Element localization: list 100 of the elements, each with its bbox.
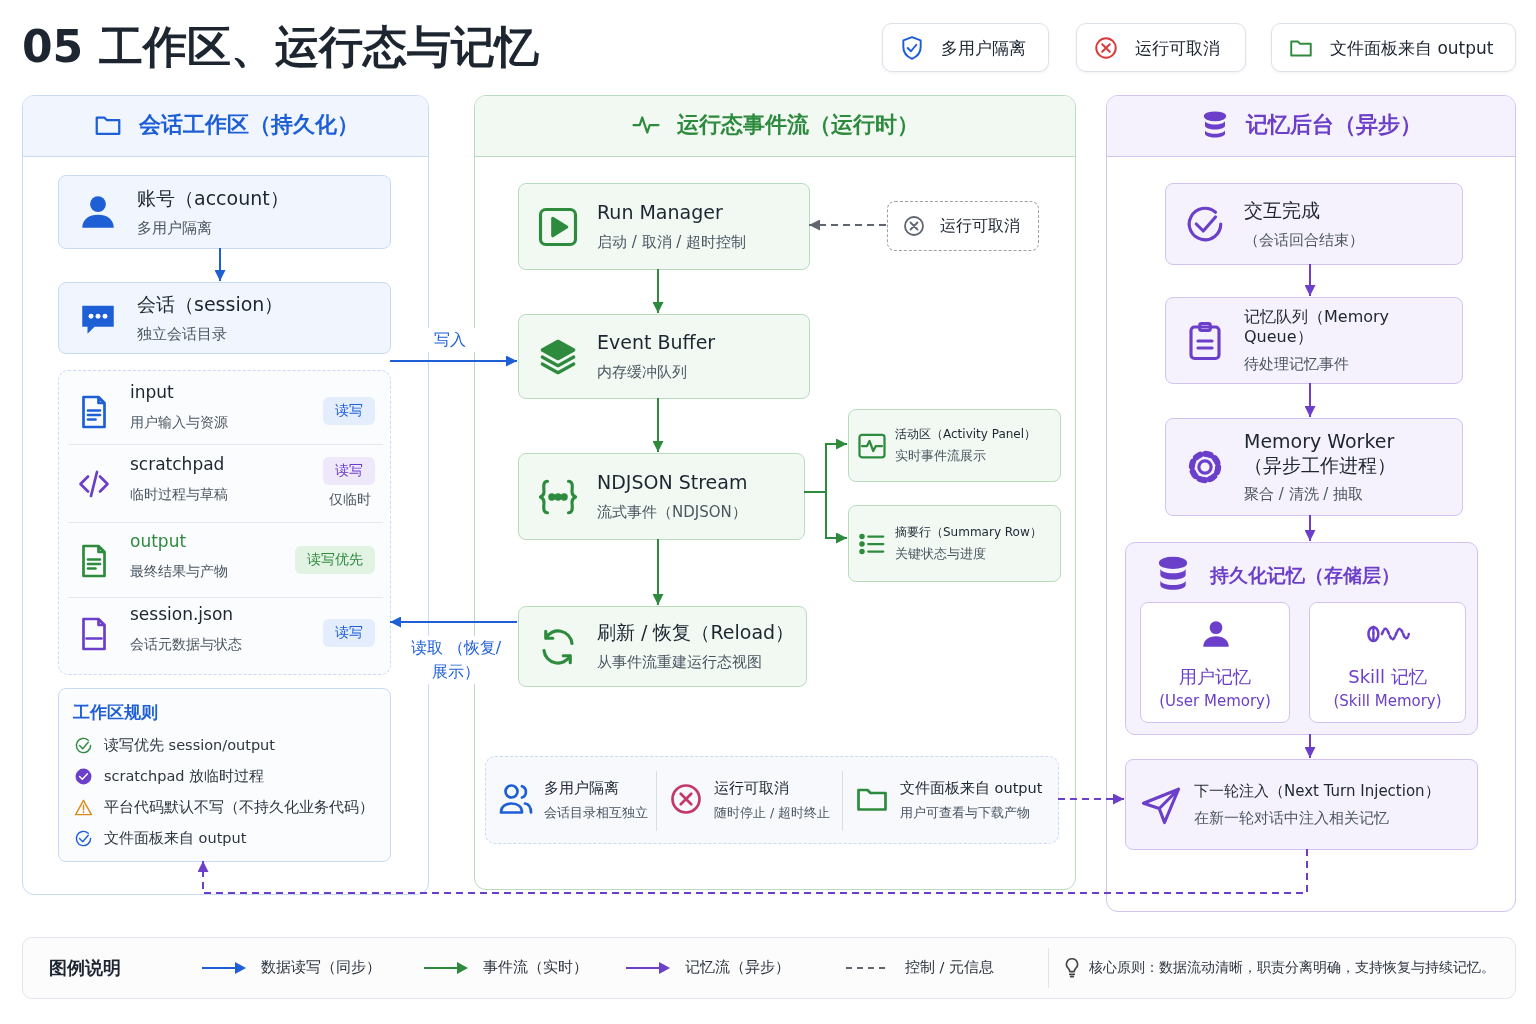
- memory-title: 用户记忆: [1178, 665, 1252, 689]
- arrow: [1057, 793, 1125, 805]
- dashed-box: [887, 201, 1039, 251]
- arrow: [1304, 514, 1316, 542]
- file-description: 临时过程与草稿: [130, 486, 228, 504]
- file-description: 会话元数据与状态: [130, 636, 242, 654]
- arrow: [652, 538, 664, 606]
- box-title: 下一轮注入（Next Turn Injection）: [1194, 781, 1441, 801]
- access-tag: 读写: [323, 619, 375, 647]
- badge-box: [1271, 23, 1516, 72]
- process-box: [1165, 418, 1463, 516]
- rules-box: [58, 688, 391, 862]
- rule-text: 读写优先 session/output: [104, 736, 275, 755]
- arrow: [1304, 382, 1316, 418]
- box-title: 交互完成: [1244, 198, 1321, 223]
- process-box: [518, 606, 807, 687]
- feature-box: [485, 756, 1059, 844]
- legend-text: 记忆流（异步）: [685, 958, 790, 977]
- arrow: [214, 247, 226, 282]
- rules-heading: 工作区规则: [73, 701, 158, 724]
- arrow: [1304, 733, 1316, 759]
- legend-text: 事件流（实时）: [483, 958, 588, 977]
- column-panel: [1106, 95, 1516, 912]
- feature-description: 随时停止 / 超时终止: [714, 805, 831, 822]
- arrow: [652, 397, 664, 453]
- legend-heading: 图例说明: [49, 956, 121, 980]
- access-tag: 读写: [323, 457, 375, 485]
- box-subtitle: 聚合 / 清洗 / 抽取: [1244, 485, 1365, 505]
- rule-text: 文件面板来自 output: [104, 829, 247, 848]
- feature-title: 文件面板来自 output: [900, 779, 1043, 798]
- process-box: [1165, 297, 1463, 384]
- file-name: output: [130, 530, 187, 551]
- process-box: [1125, 759, 1478, 850]
- file-name: scratchpad: [130, 454, 225, 474]
- process-box: [518, 453, 805, 540]
- box-title: 运行可取消: [940, 216, 1021, 236]
- process-box: [848, 505, 1061, 582]
- box-title: 摘要行（Summary Row）: [895, 524, 1043, 540]
- box-title: 刷新 / 恢复（Reload）: [597, 621, 796, 645]
- box-title: 账号（account）: [137, 186, 290, 211]
- box-subtitle: 实时事件流展示: [895, 447, 987, 465]
- box-subtitle: 从事件流重建运行态视图: [597, 653, 763, 672]
- memory-subtitle: (Skill Memory): [1332, 692, 1443, 710]
- principle-note: 核心原则：数据流动清晰，职责分离明确，支持恢复与持续记忆。: [1089, 959, 1495, 977]
- file-description: 最终结果与产物: [130, 562, 228, 581]
- file-name: input: [130, 381, 174, 402]
- arrow: [197, 848, 1308, 894]
- process-box: [58, 175, 391, 249]
- box-title: Memory Worker （异步工作进程）: [1244, 429, 1397, 478]
- box-subtitle: 关键状态与进度: [895, 545, 987, 563]
- feature-description: 用户可查看与下载产物: [900, 805, 1030, 822]
- access-tag: 读写: [323, 396, 375, 425]
- panel-heading: 运行态事件流（运行时）: [677, 111, 919, 139]
- process-box: [848, 409, 1061, 482]
- box-subtitle: 待处理记忆事件: [1244, 355, 1350, 374]
- tag-note: 仅临时: [329, 491, 371, 509]
- badge-label: 多用户隔离: [941, 37, 1026, 60]
- panel-heading: 会话工作区（持久化）: [138, 111, 359, 139]
- box-title: Event Buffer: [597, 331, 717, 355]
- storage-heading: 持久化记忆（存储层）: [1210, 563, 1400, 588]
- process-box: [58, 282, 391, 354]
- memory-box: [1140, 602, 1290, 723]
- process-box: [1165, 183, 1463, 265]
- badge-label: 文件面板来自 output: [1330, 37, 1494, 60]
- access-tag: 读写优先: [295, 545, 375, 574]
- box-subtitle: 多用户隔离: [137, 218, 213, 238]
- memory-subtitle: (User Memory): [1158, 692, 1272, 710]
- process-box: [518, 314, 810, 399]
- box-subtitle: 内存缓冲队列: [597, 363, 688, 382]
- arrow: [1304, 263, 1316, 297]
- legend-text: 数据读写（同步）: [261, 958, 381, 977]
- arrow: [389, 355, 518, 367]
- box-subtitle: 启动 / 取消 / 超时控制: [597, 233, 748, 252]
- rule-text: 平台代码默认不写（不持久化业务代码）: [104, 798, 374, 817]
- file-name: session.json: [130, 604, 234, 624]
- arrow: [808, 219, 887, 231]
- box-title: 记忆队列（Memory Queue）: [1244, 307, 1391, 348]
- feature-title: 运行可取消: [714, 779, 789, 798]
- dashed-group-box: [58, 370, 391, 675]
- legend-text: 控制 / 元信息: [905, 958, 995, 977]
- feature-description: 会话目录相互独立: [544, 805, 648, 822]
- memory-box: [1309, 602, 1466, 723]
- arrow: [652, 268, 664, 314]
- box-subtitle: 在新一轮对话中注入相关记忆: [1194, 808, 1390, 828]
- box-subtitle: 独立会话目录: [137, 324, 228, 344]
- arrow: [389, 616, 518, 628]
- rule-text: scratchpad 放临时过程: [104, 767, 265, 786]
- title: 05 工作区、运行态与记忆: [22, 20, 539, 74]
- box-title: 活动区（Activity Panel）: [895, 426, 1038, 442]
- storage-box: [1125, 542, 1478, 735]
- badge-label: 运行可取消: [1135, 37, 1220, 60]
- badge-box: [1076, 23, 1246, 72]
- panel-heading: 记忆后台（异步）: [1246, 111, 1422, 139]
- feature-title: 多用户隔离: [544, 779, 619, 798]
- box-title: 会话（session）: [137, 292, 285, 317]
- process-box: [518, 183, 810, 270]
- badge-box: [882, 23, 1049, 72]
- box-subtitle: （会话回合结束）: [1244, 230, 1365, 250]
- memory-title: Skill 记忆: [1347, 665, 1428, 689]
- box-subtitle: 流式事件（NDJSON）: [597, 503, 748, 522]
